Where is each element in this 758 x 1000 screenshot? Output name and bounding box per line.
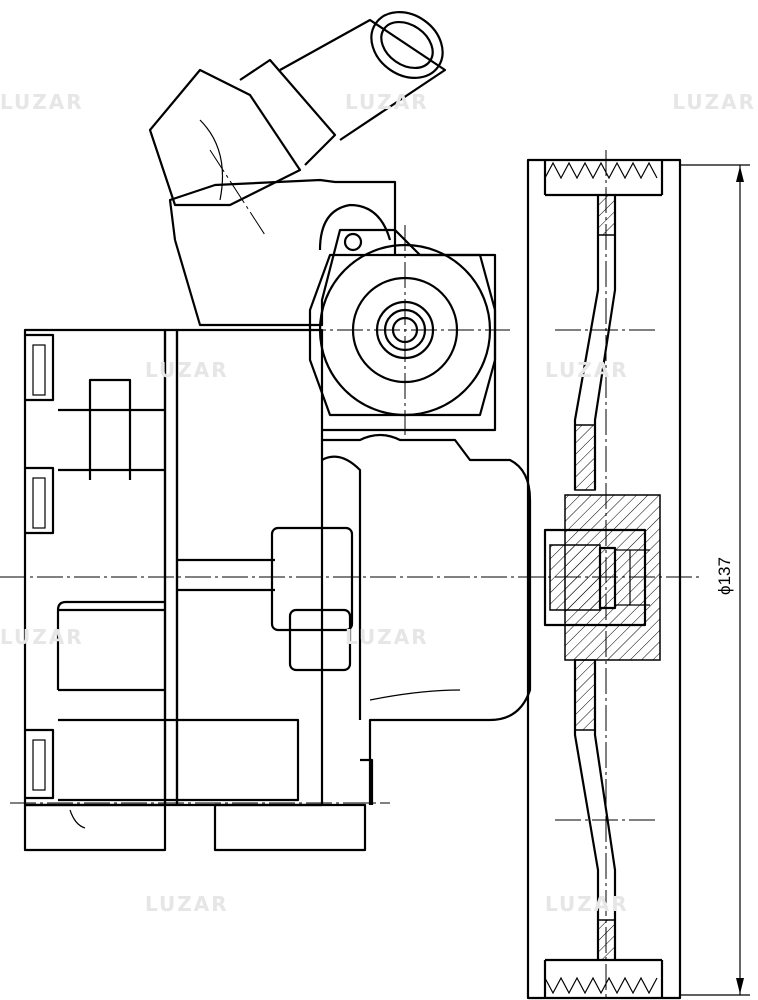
watermark: LUZAR (0, 90, 84, 114)
pump-rear-block (23, 328, 300, 852)
pulley (526, 150, 682, 1000)
watermark: LUZAR (545, 358, 629, 382)
pump-middle-block (163, 328, 367, 852)
diameter-dimension (680, 164, 750, 996)
watermark: LUZAR (545, 892, 629, 916)
watermark: LUZAR (0, 625, 84, 649)
inlet-pipe (148, 11, 447, 236)
watermark: LUZAR (145, 892, 229, 916)
watermark: LUZAR (672, 90, 756, 114)
watermark: LUZAR (345, 90, 429, 114)
pump-housing (321, 433, 532, 805)
pressure-outlet-boss (168, 178, 497, 432)
watermark: LUZAR (145, 358, 229, 382)
watermark: LUZAR (345, 625, 429, 649)
diameter-label: ϕ137 (714, 557, 734, 595)
